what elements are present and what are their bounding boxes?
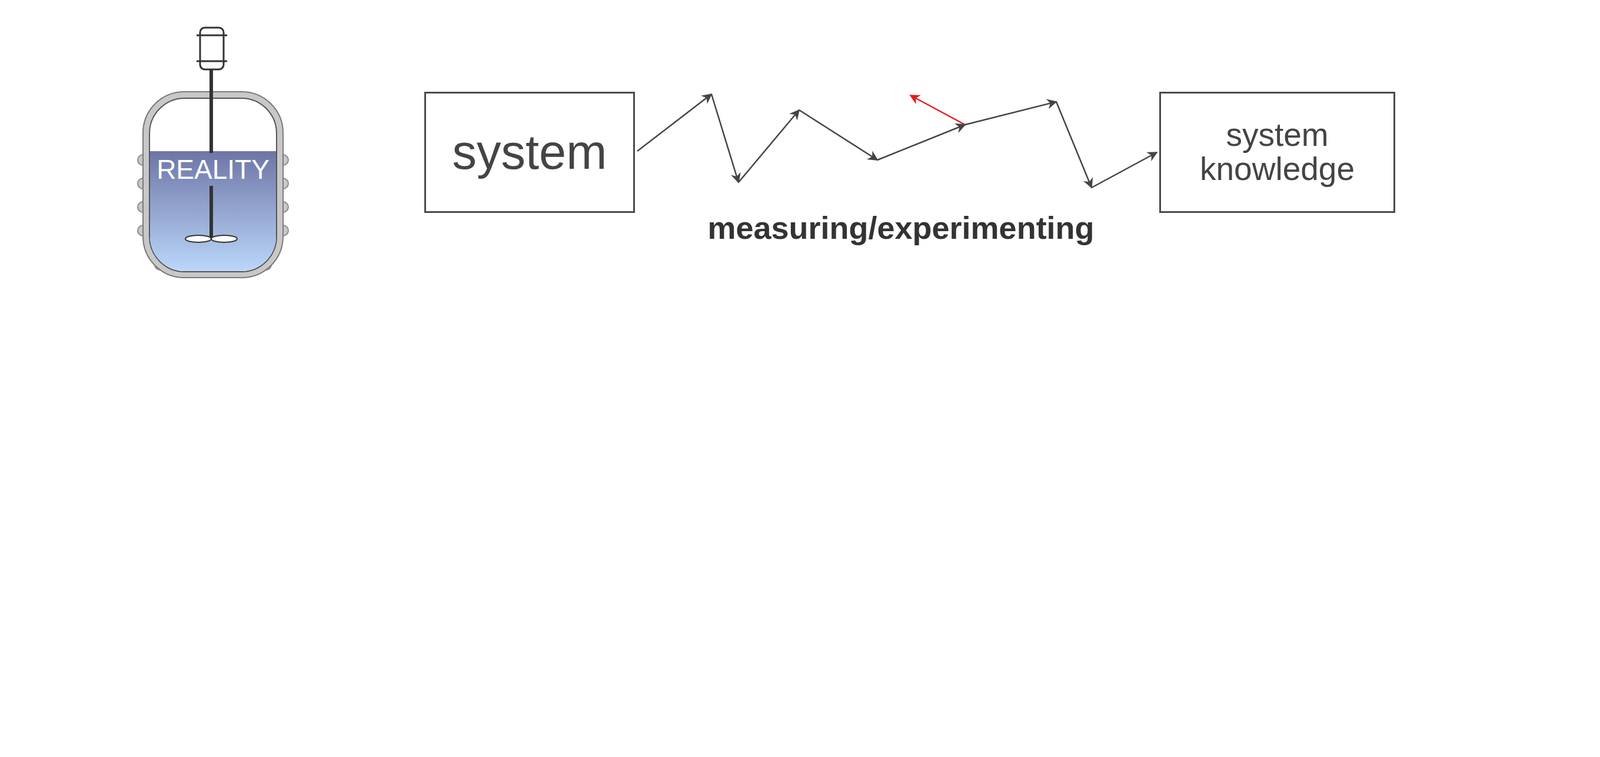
process-box: system	[424, 91, 635, 214]
reactor-vessel	[136, 23, 290, 283]
box-text: system knowledge	[1161, 118, 1394, 187]
edge-label: measuring/experimenting	[703, 209, 1098, 246]
branch-arrow	[910, 95, 966, 125]
reactor-node: REALITY	[136, 23, 290, 283]
box-text: system	[452, 126, 608, 178]
reality-label: REALITY	[136, 154, 290, 185]
zigzag-connector	[637, 94, 1157, 188]
process-box: system knowledge	[1159, 91, 1396, 214]
